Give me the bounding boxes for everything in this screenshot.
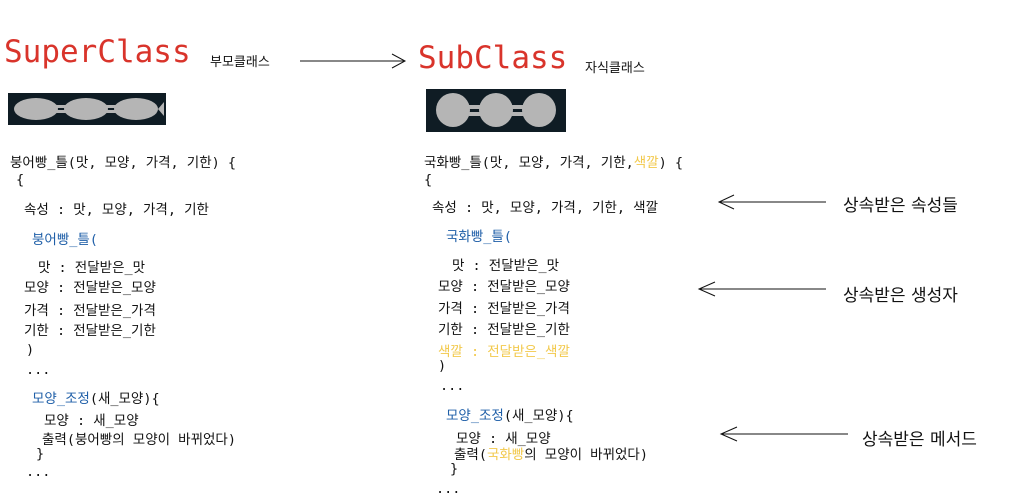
superclass-ellipsis: ... [26,464,51,480]
subclass-method-line: 출력(국화빵의 모양이 바뀌었다) [454,443,648,463]
subclass-ctor-line: 기한 : 전달받은_기한 [438,322,570,338]
superclass-method-args: (새_모양){ [89,391,160,407]
subclass-close-paren: ) [438,358,447,374]
subclass-ctor-line: 맛 : 전달받은_맛 [452,258,560,274]
inheritance-arrow [300,53,407,69]
subclass-ellipsis: ... [436,481,461,497]
superclass-close-brace: } [36,446,45,462]
superclass-method-name: 모양_조정 [32,391,90,407]
subclass-ctor-line-color: 색깔 : 전달받은_색깔 [438,344,570,360]
superclass-ctor-line: 모양 : 전달받은_모양 [24,280,156,296]
subclass-decl-part: 국화빵_틀(맛, 모양, 가격, 기한, [424,155,634,171]
method-arrow [719,426,848,442]
superclass-ellipsis: ... [26,362,51,378]
subclass-method-name: 모양_조정 [446,408,504,424]
subclass-method-text: 의 모양이 바뀌었다) [524,447,648,463]
subclass-decl-color-param: 색깔 [633,155,659,171]
superclass-ctor-line: 맛 : 전달받은_맛 [38,260,146,276]
subclass-method-highlight: 국화빵 [486,447,525,463]
subclass-ctor-line: 모양 : 전달받은_모양 [438,279,570,295]
subclass-attributes: 속성 : 맛, 모양, 가격, 기한, 색깔 [432,200,659,216]
inherited-attributes-label: 상속받은 속성들 [843,196,958,216]
superclass-open-brace: { [16,172,25,188]
superclass-ctor-line: 기한 : 전달받은_기한 [24,323,156,339]
gukhwappang-image [426,89,566,132]
subclass-declaration: 국화빵_틀(맛, 모양, 가격, 기한,색깔) { [424,151,683,171]
superclass-method-line: 출력(붕어빵의 모양이 바뀌었다) [42,432,236,448]
superclass-subtitle: 부모클래스 [210,55,270,70]
attrs-arrow [717,194,826,210]
subclass-method-args: (새_모양){ [503,408,574,424]
inherited-constructor-label: 상속받은 생성자 [843,286,958,306]
subclass-close-brace: } [450,461,459,477]
superclass-close-paren: ) [26,342,35,358]
subclass-ellipsis: ... [440,378,465,394]
superclass-title: SuperClass [4,34,191,70]
subclass-open-brace: { [424,172,433,188]
superclass-declaration: 붕어빵_틀(맛, 모양, 가격, 기한) { [10,155,237,171]
subclass-subtitle: 자식클래스 [585,61,645,76]
superclass-constructor: 붕어빵_틀( [32,232,98,248]
subclass-method-text: 출력( [454,447,487,463]
superclass-method-line: 모양 : 새_모양 [44,413,139,429]
subclass-title: SubClass [418,40,568,76]
subclass-constructor: 국화빵_틀( [446,229,512,245]
constructor-arrow [697,281,826,297]
subclass-method-line: 모양 : 새_모양 [456,431,551,447]
bungeoppang-image [8,93,166,125]
superclass-method-signature: 모양_조정(새_모양){ [32,387,160,407]
superclass-ctor-line: 가격 : 전달받은_가격 [24,303,156,319]
subclass-ctor-line: 가격 : 전달받은_가격 [438,301,570,317]
subclass-decl-part: ) { [658,155,684,171]
inherited-method-label: 상속받은 메서드 [862,430,977,450]
superclass-attributes: 속성 : 맛, 모양, 가격, 기한 [24,202,209,218]
subclass-method-signature: 모양_조정(새_모양){ [446,404,574,424]
